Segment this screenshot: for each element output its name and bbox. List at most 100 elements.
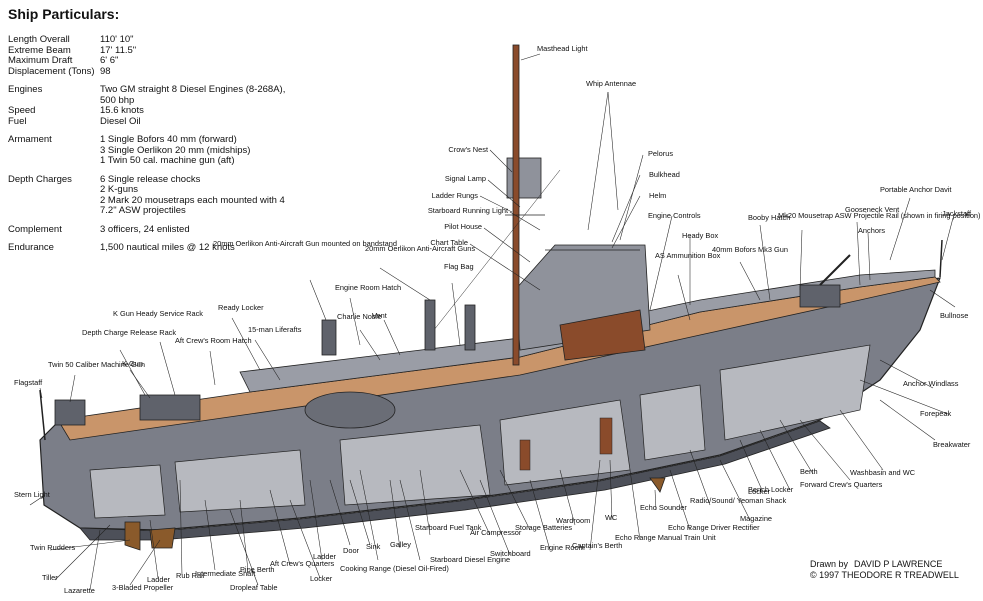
spec-label: Endurance bbox=[8, 242, 54, 253]
label-booby-hatch: Booby Hatch bbox=[748, 213, 790, 222]
label-anchor-davit-text: Portable Anchor Davit bbox=[880, 185, 951, 194]
wardroom-door bbox=[519, 439, 531, 471]
label-ladder-mid: Ladder bbox=[313, 552, 337, 561]
label-forward-crews-quarters: Forward Crew's Quarters bbox=[800, 480, 883, 489]
spec-value: 6' 6" bbox=[100, 55, 119, 66]
label-radio-shack: Radio/Sound/ Yeoman Shack bbox=[690, 496, 786, 505]
label-echo-range-train: Echo Range Manual Train Unit bbox=[615, 533, 716, 542]
captains-berth-door bbox=[599, 417, 613, 455]
label-bullnose: Bullnose bbox=[940, 311, 968, 320]
spec-row-complement: Complement 3 officers, 24 enlisted bbox=[8, 223, 308, 236]
label-engine-room-hatch: Engine Room Hatch bbox=[335, 283, 401, 292]
drawn-by-line: Drawn by DAVID P LAWRENCE bbox=[810, 559, 959, 570]
spec-label: Extreme Beam bbox=[8, 44, 71, 56]
label-k-gun: K Gun bbox=[122, 359, 143, 368]
label-aft-crews-room-hatch: Aft Crew's Room Hatch bbox=[175, 336, 252, 345]
label-flagstaff: Flagstaff bbox=[14, 378, 43, 387]
label-ladder-aft: Ladder bbox=[147, 575, 171, 584]
label-door: Door bbox=[343, 546, 360, 555]
label-pelorus: Pelorus bbox=[648, 149, 673, 158]
label-jackstaff: Jackstaff bbox=[942, 209, 972, 218]
label-vent: Vent bbox=[372, 311, 387, 320]
pilot-house-front bbox=[559, 309, 646, 361]
liferaft bbox=[304, 391, 396, 429]
label-washbasin-wc: Washbasin and WC bbox=[850, 468, 916, 477]
spec-label: Speed bbox=[8, 105, 36, 116]
radio-shack bbox=[639, 384, 706, 461]
jackstaff-pole bbox=[939, 239, 943, 278]
label-breakwater: Breakwater bbox=[933, 440, 971, 449]
label-propeller: 3-Bladed Propeller bbox=[112, 583, 174, 592]
label-signal-lamp: Signal Lamp bbox=[445, 174, 486, 183]
mast bbox=[429, 44, 561, 366]
depth-charge-rack bbox=[139, 394, 201, 421]
spec-value: Two GM straight 8 Diesel Engines (8-268A… bbox=[100, 84, 286, 106]
label-galley: Galley bbox=[390, 540, 411, 549]
label-anchor-davit: Portable Anchor Davit bbox=[880, 185, 951, 194]
bofors-gun bbox=[799, 284, 841, 308]
label-wc: WC bbox=[605, 513, 618, 522]
spec-label: Displacement (Tons) bbox=[8, 65, 95, 77]
leader-lines bbox=[29, 53, 956, 591]
label-forepeak: Forepeak bbox=[920, 409, 952, 418]
label-engine-controls: Engine Controls bbox=[648, 211, 701, 220]
spec-label: Fuel bbox=[8, 115, 27, 127]
oerlikon-mid-1 bbox=[424, 299, 436, 351]
main-mast bbox=[512, 44, 520, 366]
keel bbox=[79, 420, 831, 541]
copyright-line: © 1997 THEODORE R TREADWELL bbox=[810, 570, 959, 580]
label-rub-rail: Rub Rail bbox=[176, 571, 205, 580]
label-gooseneck-vent-text: Gooseneck Vent bbox=[845, 205, 899, 214]
label-lazarette: Lazarette bbox=[64, 586, 95, 595]
label-twin-rudders: Twin Rudders bbox=[30, 543, 75, 552]
crows-nest bbox=[506, 157, 542, 199]
label-chart-table: Chart Table bbox=[430, 238, 468, 247]
label-anchor-windlass: Anchor Windlass bbox=[903, 379, 959, 388]
oerlikon-mid-2 bbox=[464, 304, 476, 351]
label-mousetrap-text: Mk20 Mousetrap ASW Projectile Rail (show… bbox=[778, 211, 981, 220]
crew-quarters-aft bbox=[174, 449, 306, 513]
label-air-compressor: Air Compressor bbox=[470, 528, 522, 537]
spec-value: 17' 11.5" bbox=[100, 44, 137, 56]
spec-value: 110' 10" bbox=[100, 34, 134, 45]
interior-cutaways bbox=[89, 344, 871, 519]
label-mousetrap: Mk20 Mousetrap ASW Projectile Rail (show… bbox=[778, 211, 981, 220]
spec-value: 6 Single release chocks 2 K-guns 2 Mark … bbox=[100, 173, 285, 216]
label-switchboard: Switchboard bbox=[490, 549, 531, 558]
label-helm: Helm bbox=[649, 191, 666, 200]
label-echo-range-rectifier: Echo Range Driver Rectifier bbox=[668, 523, 760, 532]
echo-sounder-dome bbox=[649, 477, 666, 493]
label-gooseneck-vent: Gooseneck Vent bbox=[845, 205, 899, 214]
label-echo-sounder: Echo Sounder bbox=[640, 503, 687, 512]
label-starboard-running-light: Starboard Running Light bbox=[428, 206, 508, 215]
spec-row-displacement: Displacement (Tons)98 bbox=[8, 65, 308, 78]
label-ready-locker: Ready Locker bbox=[218, 303, 264, 312]
label-bulkhead: Bulkhead bbox=[649, 170, 680, 179]
drawn-by-name: DAVID P LAWRENCE bbox=[854, 559, 943, 569]
spec-row-depth-charges: Depth Charges 6 Single release chocks 2 K… bbox=[8, 173, 308, 217]
label-liferafts: 15-man Liferafts bbox=[248, 325, 302, 334]
label-k-gun-rack: K Gun Heady Service Rack bbox=[113, 309, 203, 318]
propeller bbox=[149, 527, 176, 549]
label-charlie-noble: Charlie Noble bbox=[337, 312, 382, 321]
label-dropleaf-table: Dropleaf Table bbox=[230, 583, 278, 592]
credits: Drawn by DAVID P LAWRENCE © 1997 THEODORE… bbox=[810, 559, 959, 581]
label-twin-50-cal: Twin 50 Caliber Machine Gun bbox=[48, 360, 145, 369]
spec-label: Depth Charges bbox=[8, 173, 72, 185]
rudder bbox=[124, 521, 141, 551]
label-starboard-fuel-tank: Starboard Fuel Tank bbox=[415, 523, 482, 532]
deck-fittings bbox=[39, 239, 943, 441]
label-locker-forward: Locker bbox=[748, 487, 771, 496]
drawn-by-label: Drawn by bbox=[810, 559, 849, 569]
label-depth-charge-rack: Depth Charge Release Rack bbox=[82, 328, 176, 337]
label-sink: Sink bbox=[366, 542, 381, 551]
machine-gun-mount bbox=[54, 399, 86, 426]
oerlikon-aft bbox=[321, 319, 337, 356]
spec-label: Complement bbox=[8, 223, 62, 235]
spec-value: 1 Single Bofors 40 mm (forward) 3 Single… bbox=[100, 134, 251, 166]
spec-value: 3 officers, 24 enlisted bbox=[100, 223, 190, 235]
